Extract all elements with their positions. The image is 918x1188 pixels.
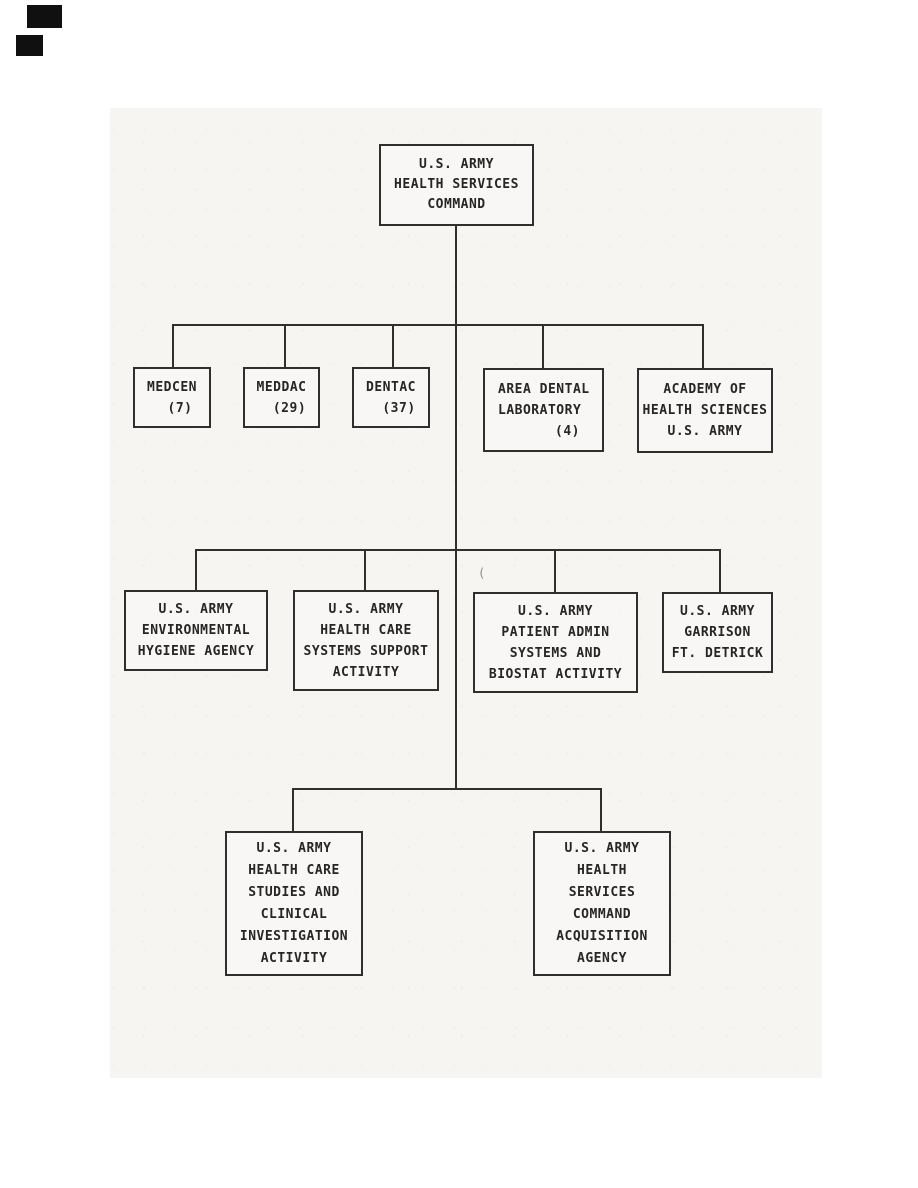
scan-mark-bottom bbox=[16, 35, 43, 56]
node-text-line: INVESTIGATION bbox=[239, 928, 349, 944]
node-text-line: AREA DENTAL bbox=[498, 381, 590, 397]
node-text-line: PATIENT ADMIN bbox=[501, 624, 610, 640]
node-health-services-command: U.S. ARMY HEALTH SERVICES COMMAND bbox=[379, 144, 534, 226]
node-text-line: HEALTH CARE bbox=[320, 622, 412, 638]
scan-mark-top bbox=[27, 5, 62, 28]
node-text-line: HEALTH bbox=[577, 862, 627, 878]
connector-drop-environmental-hygiene bbox=[195, 549, 197, 591]
node-text-line: U.S. ARMY bbox=[328, 601, 404, 617]
connector-drop-studies bbox=[292, 788, 294, 832]
node-text-line: CLINICAL bbox=[260, 906, 328, 922]
connector-drop-patient-admin bbox=[554, 549, 556, 593]
node-text-line: U.S. ARMY bbox=[419, 157, 494, 172]
node-text-line: U.S. ARMY bbox=[680, 604, 755, 619]
node-garrison-ft-detrick: U.S. ARMY GARRISON FT. DETRICK bbox=[662, 592, 773, 673]
node-text-line: ACTIVITY bbox=[260, 950, 328, 966]
node-text-line: GARRISON bbox=[684, 625, 751, 640]
node-text-line: LABORATORY bbox=[498, 402, 582, 418]
node-text-line: SYSTEMS SUPPORT bbox=[303, 643, 429, 659]
node-text-line: COMMAND bbox=[427, 197, 486, 212]
node-text-line: SYSTEMS AND bbox=[509, 645, 602, 661]
connector-drop-acquisition bbox=[600, 788, 602, 832]
connector-drop-area-dental-laboratory bbox=[542, 324, 544, 369]
node-dentac: DENTAC (37) bbox=[352, 367, 430, 428]
connector-drop-medcen bbox=[172, 324, 174, 368]
connector-tier2-rail bbox=[172, 324, 704, 326]
node-text-line: ENVIRONMENTAL bbox=[141, 623, 251, 638]
node-count: (7) bbox=[167, 400, 193, 416]
node-count: (37) bbox=[382, 400, 416, 416]
node-text-line: HEALTH SERVICES bbox=[394, 177, 519, 192]
node-text-line: U.S. ARMY bbox=[158, 602, 234, 617]
node-text-line: ACTIVITY bbox=[332, 664, 400, 680]
node-area-dental-laboratory: AREA DENTAL LABORATORY (4) bbox=[483, 368, 604, 452]
connector-drop-meddac bbox=[284, 324, 286, 368]
node-label: DENTAC bbox=[366, 379, 416, 395]
node-text-line: FT. DETRICK bbox=[671, 646, 764, 661]
node-environmental-hygiene-agency: U.S. ARMY ENVIRONMENTAL HYGIENE AGENCY bbox=[124, 590, 268, 671]
node-text-line: COMMAND bbox=[572, 906, 632, 922]
node-count: (29) bbox=[272, 400, 307, 416]
node-text-line: U.S. ARMY bbox=[256, 840, 332, 856]
node-health-care-studies-clinical-investigation-activity: U.S. ARMY HEALTH CARE STUDIES AND CLINIC… bbox=[225, 831, 363, 976]
node-hsc-acquisition-agency: U.S. ARMY HEALTH SERVICES COMMAND ACQUIS… bbox=[533, 831, 671, 976]
node-text-line: U.S. ARMY bbox=[518, 603, 593, 619]
connector-drop-health-care-systems bbox=[364, 549, 366, 591]
node-text-line: SERVICES bbox=[568, 884, 636, 900]
node-count: (4) bbox=[555, 423, 580, 439]
connector-drop-garrison bbox=[719, 549, 721, 593]
scan-artifact-paren: ( bbox=[478, 566, 486, 580]
connector-tier3-rail bbox=[195, 549, 721, 551]
node-text-line: HEALTH CARE bbox=[248, 862, 340, 878]
node-medcen: MEDCEN (7) bbox=[133, 367, 211, 428]
node-health-care-systems-support-activity: U.S. ARMY HEALTH CARE SYSTEMS SUPPORT AC… bbox=[293, 590, 439, 691]
node-text-line: STUDIES AND bbox=[248, 884, 340, 900]
connector-drop-dentac bbox=[392, 324, 394, 368]
connector-trunk bbox=[455, 225, 457, 790]
node-text-line: HEALTH SCIENCES bbox=[642, 403, 768, 418]
node-text-line: HYGIENE AGENCY bbox=[137, 644, 255, 659]
node-text-line: BIOSTAT ACTIVITY bbox=[488, 666, 623, 682]
connector-tier4-rail bbox=[292, 788, 602, 790]
node-text-line: AGENCY bbox=[577, 950, 627, 966]
node-academy-of-health-sciences: ACADEMY OF HEALTH SCIENCES U.S. ARMY bbox=[637, 368, 773, 453]
node-text-line: U.S. ARMY bbox=[667, 424, 743, 439]
node-text-line: U.S. ARMY bbox=[564, 840, 640, 856]
node-patient-admin-systems-biostat-activity: U.S. ARMY PATIENT ADMIN SYSTEMS AND BIOS… bbox=[473, 592, 638, 693]
node-text-line: ACADEMY OF bbox=[663, 382, 747, 397]
connector-drop-academy bbox=[702, 324, 704, 369]
node-label: MEDDAC bbox=[256, 379, 307, 395]
node-meddac: MEDDAC (29) bbox=[243, 367, 320, 428]
node-text-line: ACQUISITION bbox=[556, 928, 648, 944]
node-label: MEDCEN bbox=[147, 379, 197, 395]
